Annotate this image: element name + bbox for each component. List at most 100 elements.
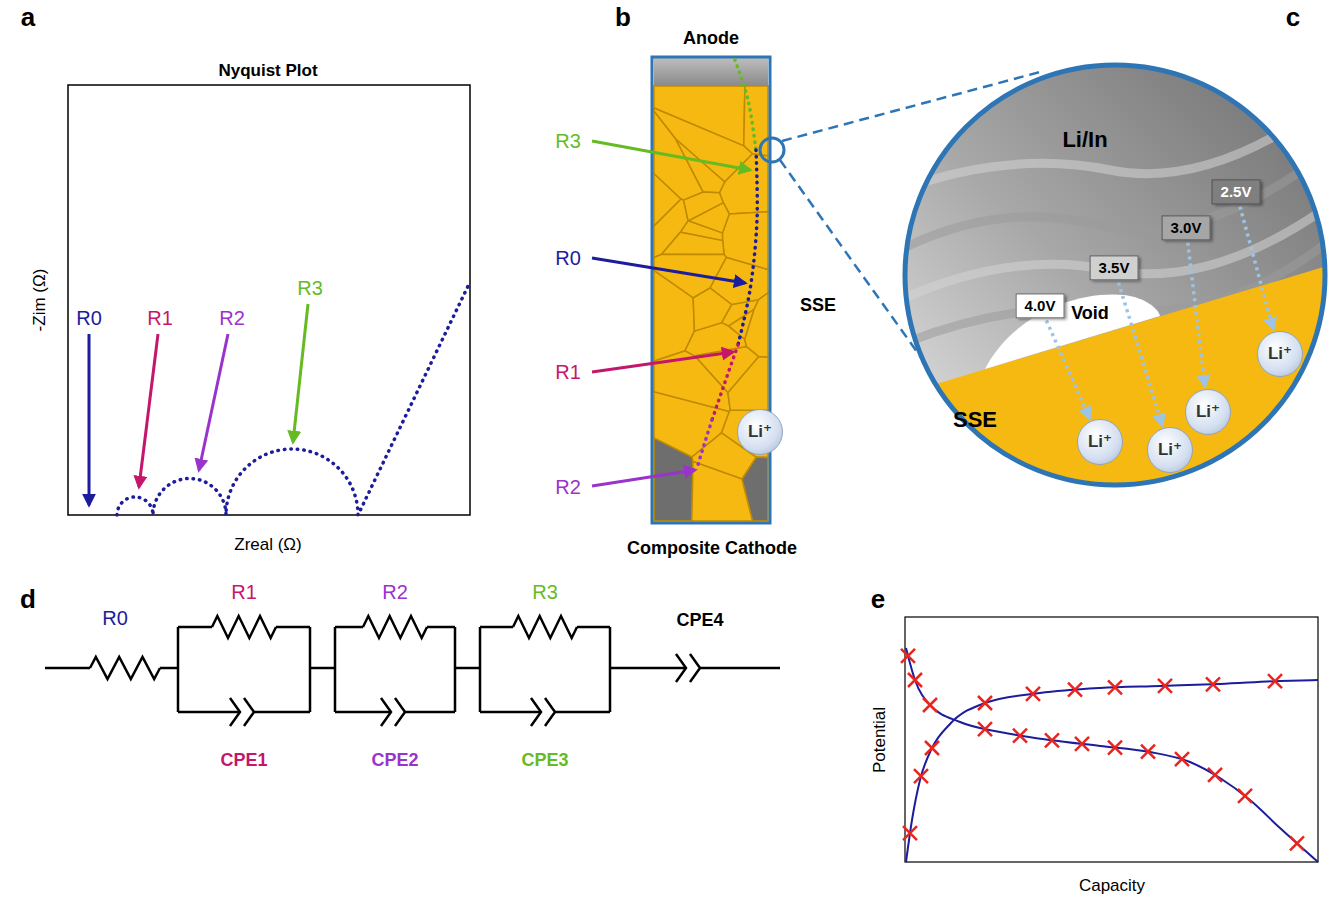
ion-path xyxy=(738,150,757,345)
voltage-profile xyxy=(901,617,1318,862)
axis-label: Zreal (Ω) xyxy=(234,535,302,555)
electrolyte-grain xyxy=(692,461,753,521)
cpe-symbol xyxy=(381,698,405,726)
resistance-label: R2 xyxy=(555,476,581,499)
resistor-symbol xyxy=(90,657,160,679)
charge-curve xyxy=(906,680,1318,862)
ion-circle: Li⁺ xyxy=(1257,331,1303,377)
ion-path xyxy=(697,420,712,468)
panel-letter: d xyxy=(20,585,36,615)
panel-letter: c xyxy=(1286,3,1300,33)
wire xyxy=(610,667,686,670)
plot-frame xyxy=(68,85,470,515)
resistor-symbol xyxy=(212,616,276,638)
ion-circle: Li⁺ xyxy=(1185,389,1231,435)
resistor-symbol xyxy=(513,616,577,638)
layer-label: SSE xyxy=(800,295,836,316)
region-label: Void xyxy=(1071,303,1109,324)
axis-label: Potential xyxy=(870,707,890,773)
potential-box: 3.5V xyxy=(1090,255,1139,280)
data-marker xyxy=(1158,679,1172,693)
component-label: CPE3 xyxy=(521,750,568,771)
data-marker xyxy=(1268,674,1282,688)
axis-label: -Zim (Ω) xyxy=(30,269,50,332)
axis-label: Capacity xyxy=(1079,876,1145,896)
nyquist-panel xyxy=(68,85,470,515)
layer-label: Anode xyxy=(683,28,739,49)
resistance-label: R3 xyxy=(555,130,581,153)
data-marker xyxy=(1206,677,1220,691)
resistance-label: R3 xyxy=(297,277,323,300)
panel-letter: a xyxy=(21,3,35,33)
plot-frame xyxy=(905,617,1318,862)
region-label: Li/In xyxy=(1062,127,1107,152)
data-marker xyxy=(1026,687,1040,701)
ion-label: Li⁺ xyxy=(748,422,772,442)
data-marker xyxy=(1290,836,1304,850)
zoom-marker xyxy=(760,138,784,162)
potential-label: 2.5V xyxy=(1221,183,1252,200)
cpe-symbol xyxy=(531,698,555,726)
electrolyte-grain xyxy=(654,254,726,297)
component-label: CPE4 xyxy=(676,610,723,631)
data-marker xyxy=(1108,741,1122,755)
resistance-label: R1 xyxy=(555,361,581,384)
wire xyxy=(700,667,780,670)
pointer-arrow xyxy=(88,334,91,505)
data-marker xyxy=(1141,745,1155,759)
component-label: R3 xyxy=(532,581,558,604)
component-label: CPE1 xyxy=(220,750,267,771)
electrolyte-grain xyxy=(654,108,752,182)
electrolyte-grain xyxy=(728,357,768,411)
discharge-curve xyxy=(906,648,1318,862)
data-marker xyxy=(1208,768,1222,782)
electrolyte-grain xyxy=(684,192,724,221)
potential-box: 2.5V xyxy=(1212,179,1261,204)
data-marker xyxy=(1175,752,1189,766)
potential-label: 3.0V xyxy=(1171,219,1202,236)
data-marker xyxy=(923,698,937,712)
electrolyte-grain xyxy=(723,212,768,270)
resistor-symbol xyxy=(363,616,427,638)
interface-zoom xyxy=(900,65,1330,500)
data-marker xyxy=(1013,729,1027,743)
ion-circle: Li⁺ xyxy=(737,409,783,455)
ion-circle: Li⁺ xyxy=(1077,419,1123,465)
wire xyxy=(455,667,480,670)
ion-flow-arrow xyxy=(1118,283,1162,426)
potential-box: 4.0V xyxy=(1016,293,1065,318)
data-marker xyxy=(1068,683,1082,697)
potential-box: 3.0V xyxy=(1162,215,1211,240)
resistance-label: R0 xyxy=(555,247,581,270)
ion-path xyxy=(712,345,738,420)
cpe-symbol xyxy=(676,654,700,682)
electrolyte-grain xyxy=(662,232,724,254)
pointer-arrow xyxy=(293,304,308,442)
data-marker xyxy=(914,769,928,783)
data-marker xyxy=(1045,733,1059,747)
equivalent-circuit xyxy=(45,616,780,726)
wire xyxy=(45,667,90,670)
potential-label: 4.0V xyxy=(1025,297,1056,314)
resistance-label: R2 xyxy=(219,307,245,330)
data-marker xyxy=(925,741,939,755)
component-label: R0 xyxy=(102,607,128,630)
data-marker xyxy=(903,826,917,840)
electrolyte-region xyxy=(900,265,1330,500)
ion-flow-arrow xyxy=(1240,207,1273,329)
data-marker xyxy=(978,696,992,710)
wire xyxy=(335,711,455,714)
alloy-band xyxy=(900,100,1330,190)
impedance-curve xyxy=(117,282,470,515)
component-label: R2 xyxy=(382,581,408,604)
data-marker xyxy=(901,649,915,663)
ion-circle: Li⁺ xyxy=(1147,427,1193,473)
data-marker xyxy=(1238,789,1252,803)
pointer-arrow xyxy=(592,258,745,283)
ion-flow-arrow xyxy=(1188,243,1205,387)
ion-label: Li⁺ xyxy=(1196,402,1220,422)
ion-flow-arrow xyxy=(1046,320,1089,418)
wire xyxy=(480,711,610,714)
